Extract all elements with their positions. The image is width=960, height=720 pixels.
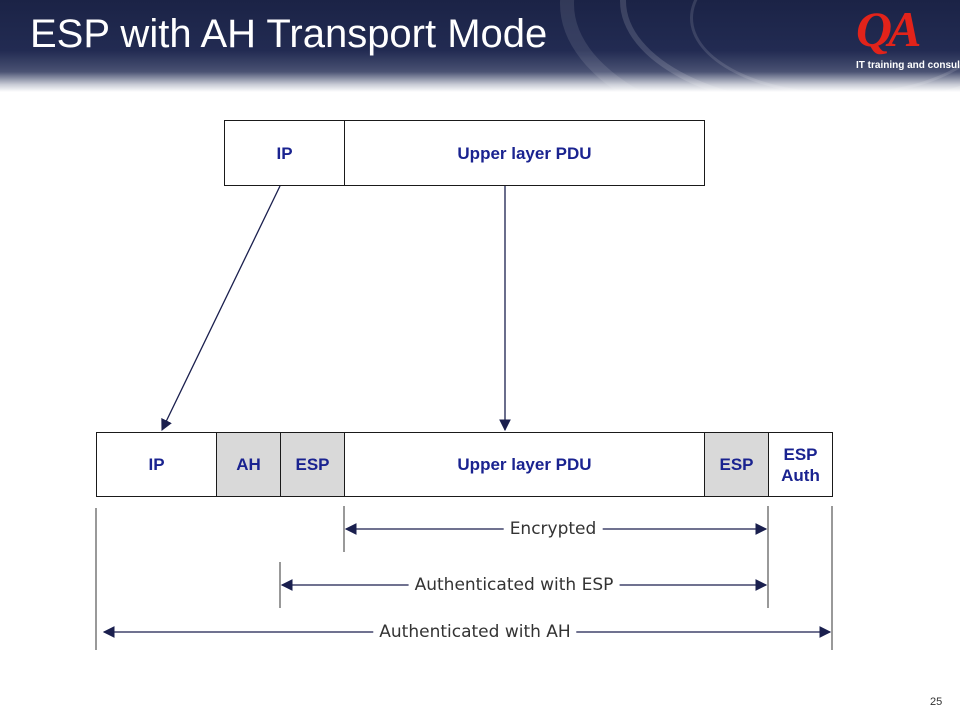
field-label: Upper layer PDU — [457, 455, 592, 474]
field-label: ESP — [719, 455, 754, 474]
field-label: IP — [148, 455, 165, 474]
field-label: ESP Auth — [781, 444, 820, 485]
original-upper-layer-pdu-field: Upper layer PDU — [344, 120, 705, 186]
ip-mapping-arrow — [161, 185, 281, 432]
title-banner: ESP with AH Transport Mode QA IT trainin… — [0, 0, 960, 92]
original-ip-field: IP — [224, 120, 345, 186]
logo-tagline: IT training and consulting — [856, 60, 960, 71]
page-number: 25 — [930, 696, 943, 708]
authenticated-with-ah-label: Authenticated with AH — [373, 621, 577, 643]
esp-auth-field: ESP Auth — [768, 432, 833, 497]
authenticated-with-esp-label: Authenticated with ESP — [408, 574, 620, 596]
field-label: Upper layer PDU — [457, 143, 592, 163]
esp-trailer-field: ESP — [704, 432, 769, 497]
field-label: ESP — [295, 455, 330, 474]
encrypted-label: Encrypted — [503, 518, 603, 540]
field-label: AH — [236, 455, 261, 474]
upper-layer-pdu-field: Upper layer PDU — [344, 432, 705, 497]
field-label: IP — [276, 143, 293, 163]
qa-logo: QA — [856, 1, 921, 57]
esp-header-field: ESP — [280, 432, 345, 497]
ip-field: IP — [96, 432, 217, 497]
slide-title: ESP with AH Transport Mode — [30, 12, 548, 56]
ah-header-field: AH — [216, 432, 281, 497]
